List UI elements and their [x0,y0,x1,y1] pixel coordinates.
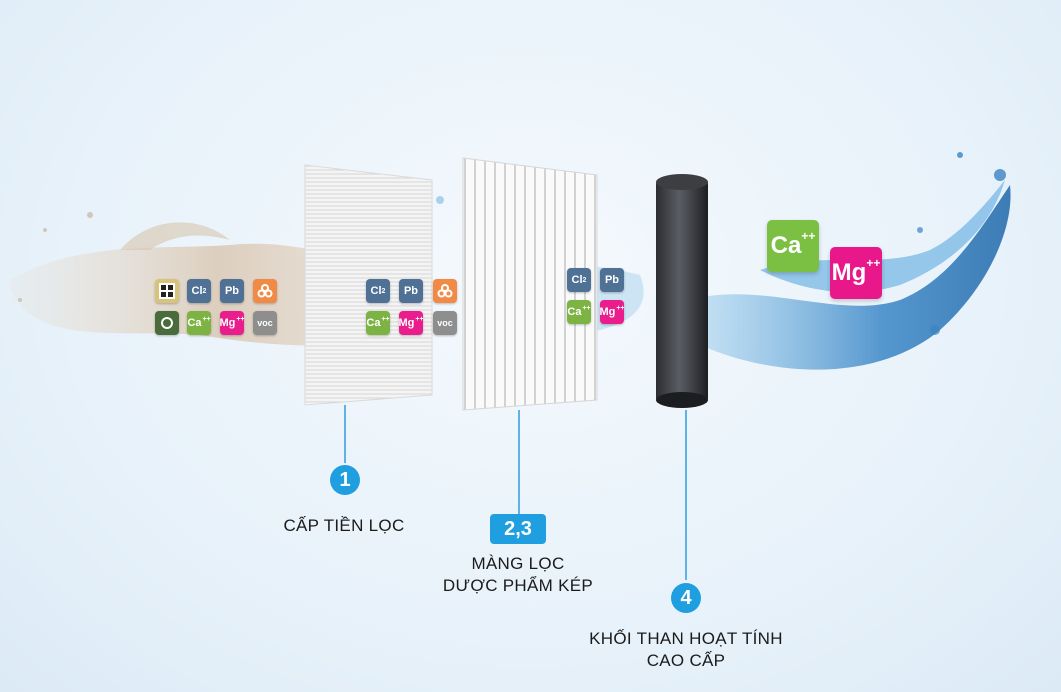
droplet [18,298,22,302]
clean-water-wave [690,185,1011,370]
droplet [43,228,47,232]
droplet [436,196,444,204]
chip-pb: Pb [399,279,423,303]
carbon-block-bottom [656,392,708,408]
stem-2 [518,410,520,514]
chip-voc: voc [253,311,277,335]
clean-water-crest [760,180,1005,293]
chip-mg: Mg++ [398,311,424,335]
virus-icon [155,311,179,335]
stage-1-badge: 1 [330,465,360,495]
droplet [87,212,93,218]
membrane-filter-panel [462,157,598,411]
biohazard-icon [433,279,457,303]
bacteria-icon [155,279,179,303]
stage-2-3-label: MÀNG LỌC DƯỢC PHẨM KÉP [442,554,594,595]
mineral-ca-tile: Ca++ [767,220,819,272]
carbon-block-top [656,174,708,190]
stage-1-label: CẤP TIỀN LỌC [283,516,405,535]
chip-pb: Pb [220,279,244,303]
chip-mg: Mg++ [219,311,245,335]
chip-pb: Pb [600,268,624,292]
mineral-mg-tile: Mg++ [830,247,882,299]
stage-4-label: KHỐI THAN HOẠT TÍNH CAO CẤP [589,629,783,670]
chip-ca: Ca++ [366,311,390,335]
chip-ca: Ca++ [187,311,211,335]
droplet [917,227,923,233]
chip-ca: Ca++ [567,300,591,324]
chip-mg: Mg++ [599,300,625,324]
stage-4-badge: 4 [671,583,701,613]
dirty-water-swirl [120,222,230,250]
stage-2-3-badge: 2,3 [490,514,546,544]
droplet [957,152,963,158]
droplet [930,325,940,335]
droplet [994,169,1006,181]
chip-voc: voc [433,311,457,335]
carbon-block-cylinder [656,180,708,402]
stem-1 [344,405,346,463]
stem-4 [685,410,687,580]
biohazard-icon [253,279,277,303]
